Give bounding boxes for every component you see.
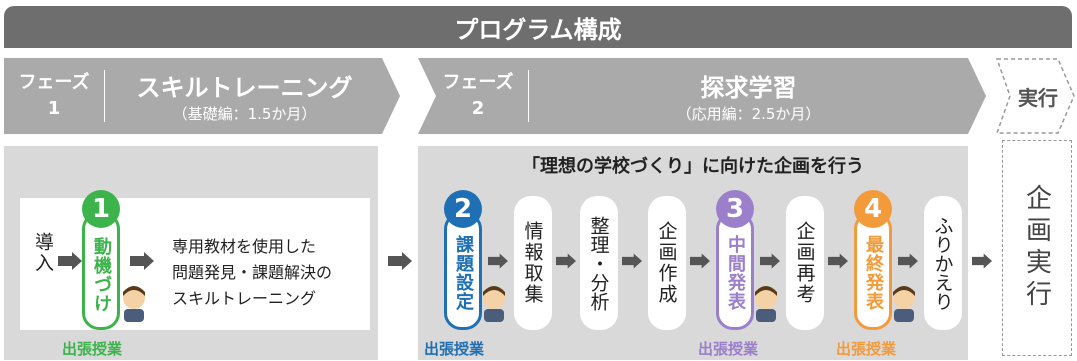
phase2-name: 探求学習: [700, 74, 797, 102]
phase1-label: フェーズ: [18, 72, 90, 93]
program-title: プログラム構成: [4, 6, 1072, 48]
phase1-subtitle: （基礎編：1.5か月）: [172, 105, 317, 123]
desc-line-1: 専用教材を使用した: [172, 237, 317, 256]
arrow-icon: [898, 253, 918, 269]
step3-pill: 中間発表: [716, 212, 754, 330]
student-icon: [755, 286, 777, 322]
step2-label: 課題設定: [453, 235, 474, 311]
arrow-icon: [556, 253, 576, 269]
step4-number: 4: [854, 190, 892, 228]
plan-creation-text: 企画作成: [655, 221, 678, 305]
arrow-icon: [690, 253, 710, 269]
arrow-icon: [130, 252, 154, 270]
phase2-arrow: [418, 58, 986, 134]
phase2-divider: [528, 70, 529, 122]
intro-text: 導入: [32, 232, 54, 274]
student-icon: [483, 286, 505, 322]
step-plan-creation: 企画作成: [648, 196, 686, 330]
visit-class-badge: 出張授業: [62, 340, 123, 358]
step-reflection: ふりかえり: [924, 196, 962, 330]
step1-number: 1: [82, 190, 120, 228]
student-icon: [893, 286, 915, 322]
step2-number: 2: [444, 190, 482, 228]
execution-panel: 企画実行: [1002, 140, 1072, 356]
step3-number: 3: [716, 190, 754, 228]
phase1-number: 1: [47, 98, 61, 119]
visit-class-badge: 出張授業: [698, 340, 759, 358]
phase1-arrow: [4, 58, 400, 134]
student-icon: [123, 286, 145, 322]
phase1-name: スキルトレーニング: [136, 74, 353, 102]
visit-class-badge: 出張授業: [424, 340, 485, 358]
step-organize-analyze: 整理・分析: [580, 196, 618, 330]
execution-text: 企画実行: [1021, 184, 1052, 312]
phase2-number: 2: [471, 98, 485, 119]
organize-analyze-text: 整理・分析: [587, 215, 610, 311]
plan-rethink-text: 企画再考: [793, 221, 816, 305]
step-plan-rethink: 企画再考: [786, 196, 824, 330]
arrow-icon: [828, 253, 848, 269]
arrow-icon: [622, 253, 642, 269]
phase1-divider: [104, 70, 105, 122]
step1-pill: 動機づけ: [82, 212, 120, 330]
arrow-icon: [972, 253, 992, 269]
step1-label: 動機づけ: [91, 237, 112, 313]
arrow-icon: [760, 253, 780, 269]
info-gathering-text: 情報取集: [521, 221, 544, 305]
visit-class-badge: 出張授業: [836, 340, 897, 358]
arrow-icon: [488, 253, 508, 269]
step4-pill: 最終発表: [854, 212, 892, 330]
phase2-subtitle: （応用編：2.5か月）: [676, 105, 821, 123]
phase1-header: フェーズ 1 スキルトレーニング （基礎編：1.5か月）: [4, 58, 384, 134]
phase2-heading: 「理想の学校づくり」に向けた企画を行う: [522, 156, 864, 177]
desc-line-2: 問題発見・課題解決の: [172, 263, 333, 282]
step4-label: 最終発表: [863, 235, 884, 311]
phase1-description: 専用教材を使用した 問題発見・課題解決の スキルトレーニング: [172, 234, 332, 312]
phase2-label: フェーズ: [442, 72, 514, 93]
arrow-icon: [58, 252, 82, 270]
step3-label: 中間発表: [725, 235, 746, 311]
reflection-text: ふりかえり: [931, 215, 954, 311]
phase3-name: 実行: [1018, 86, 1058, 110]
arrow-icon: [388, 252, 412, 270]
phase3-arrow: [996, 58, 1075, 134]
desc-line-3: スキルトレーニング: [172, 289, 317, 308]
phase2-header: フェーズ 2 探求学習 （応用編：2.5か月）: [428, 58, 968, 134]
step-info-gathering: 情報取集: [514, 196, 552, 330]
